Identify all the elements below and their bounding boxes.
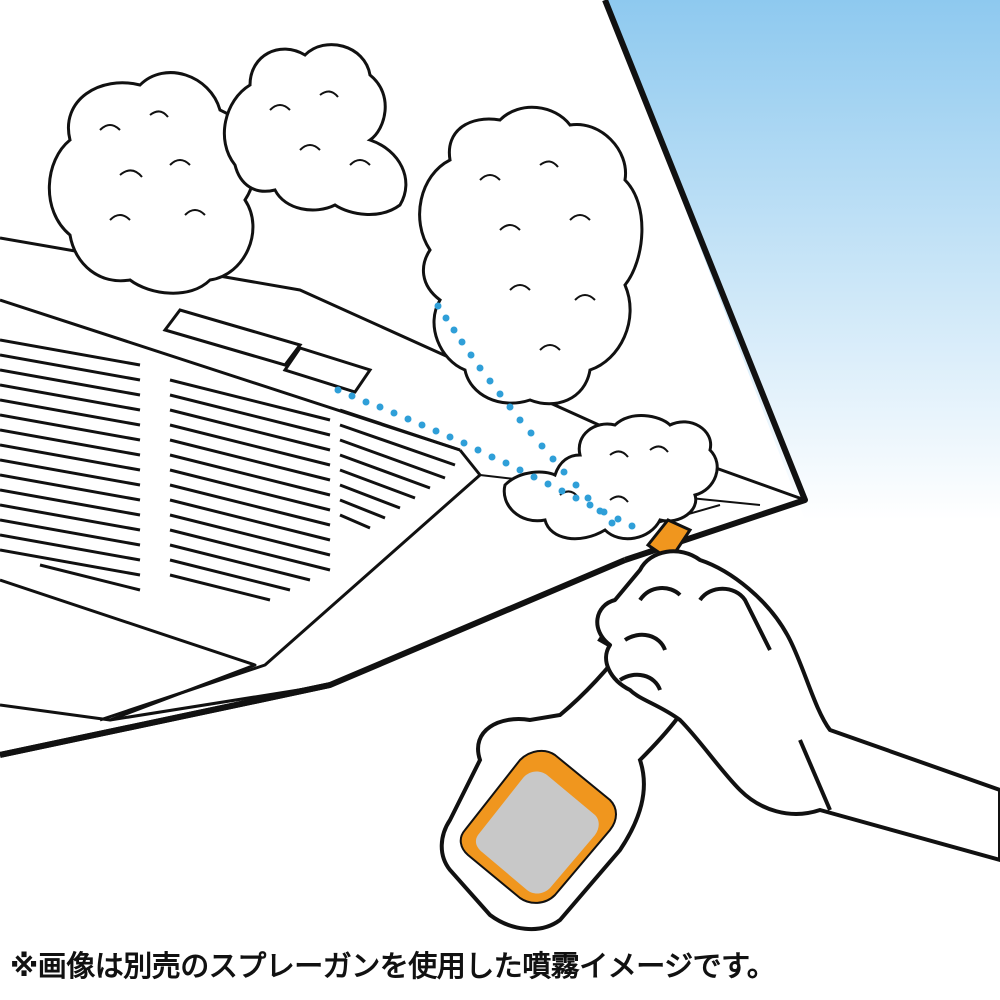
floor-line xyxy=(0,682,331,758)
caption-text: ※画像は別売のスプレーガンを使用した噴霧イメージです。 xyxy=(10,949,776,983)
sky-background xyxy=(605,0,1000,520)
foam-texture-icon xyxy=(99,90,669,503)
gloved-hand-icon xyxy=(595,549,1000,862)
foam-cloud-icon xyxy=(47,43,719,541)
spray-mist-icon xyxy=(334,302,636,530)
hood-panel-icon xyxy=(162,308,373,394)
vent-grille-icon xyxy=(0,338,461,602)
